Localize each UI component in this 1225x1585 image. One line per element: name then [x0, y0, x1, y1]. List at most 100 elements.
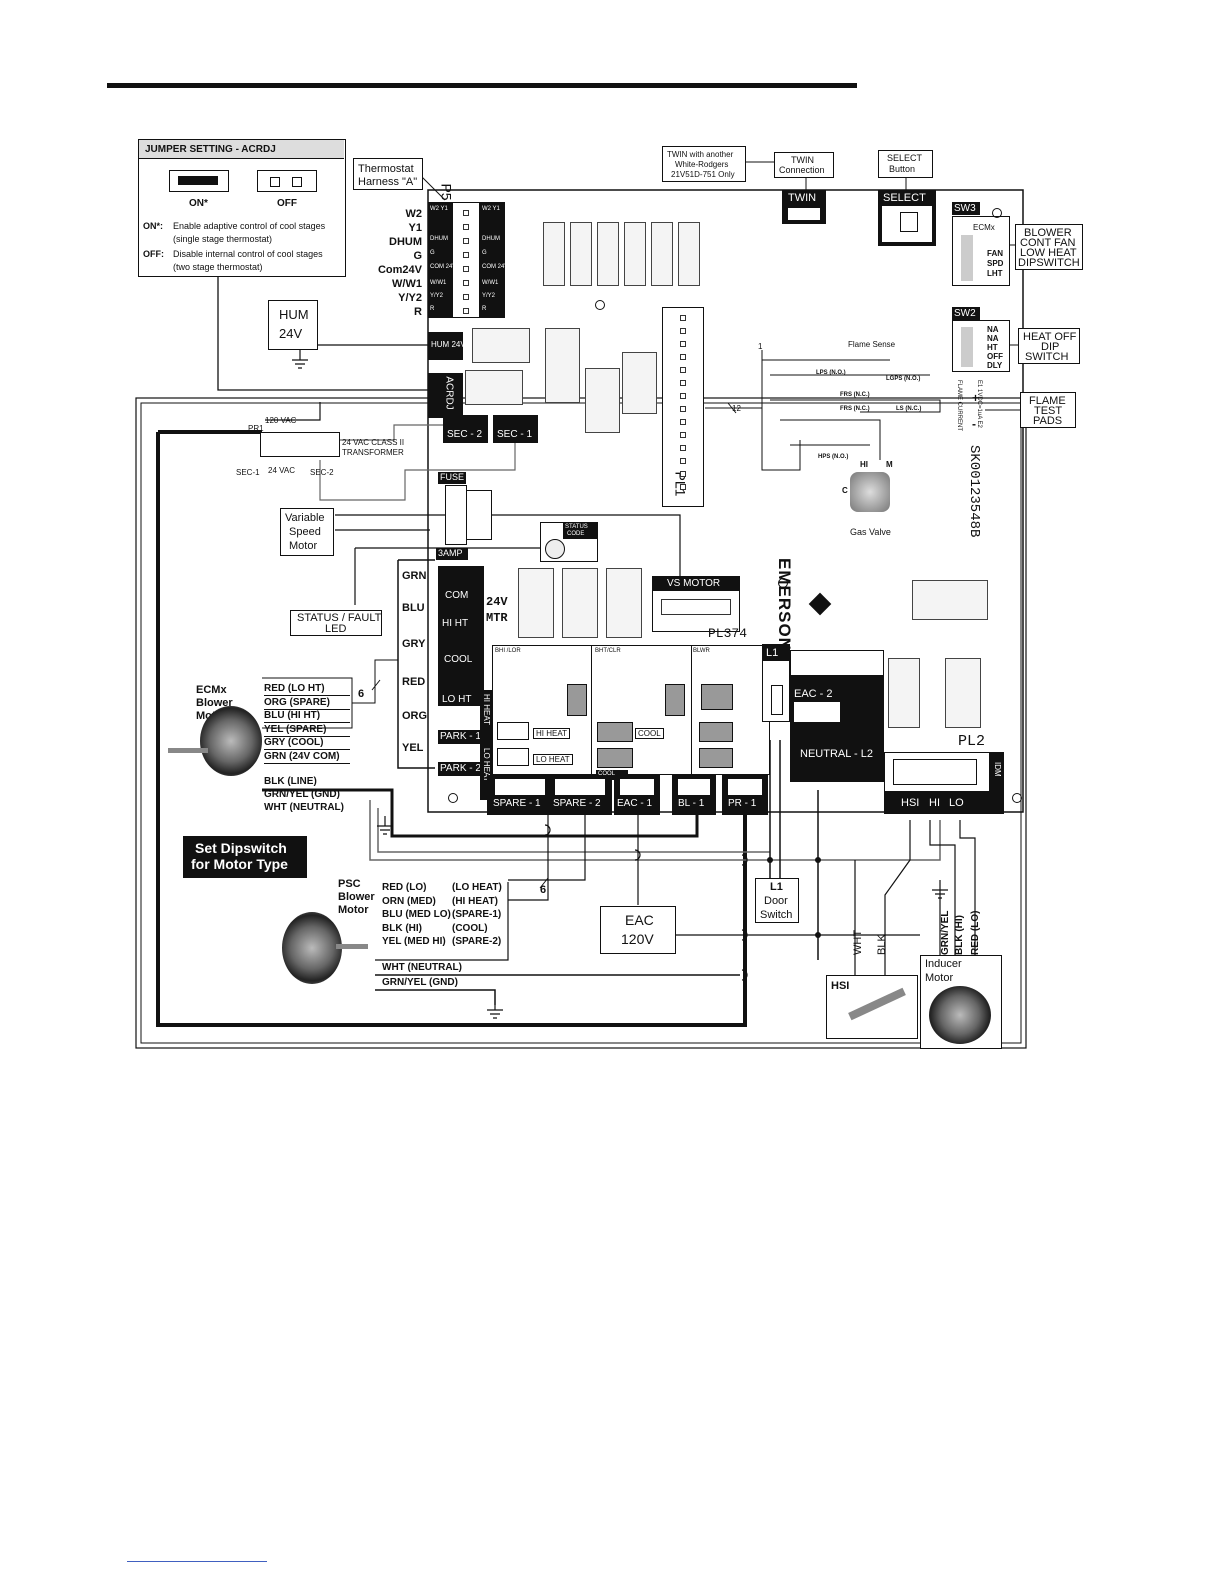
sw3-tag: SW3	[952, 202, 980, 215]
jumper-off-graphic	[257, 170, 317, 192]
inducer-wire: GRN/YEL	[940, 910, 951, 955]
p5-connector-label: P5	[438, 183, 455, 201]
thermostat-terminal: G	[413, 250, 422, 262]
ecmx-power-wire: BLK (LINE)	[264, 776, 317, 787]
jumper-on-label: ON*	[189, 198, 208, 209]
jumper-on-key: ON*:	[143, 221, 163, 231]
sw3-dipswitch[interactable]: ECMx FAN SPD LHT	[952, 216, 1010, 286]
flame-sense-label: Flame Sense	[848, 340, 896, 349]
p5-pin	[463, 294, 469, 300]
relay-k6	[912, 580, 988, 620]
ecmx-wire: GRN (24V COM)	[264, 751, 350, 764]
relay-top	[624, 222, 646, 286]
ecmx-power-wire: GRN/YEL (GND)	[264, 789, 340, 800]
24v-label: 24V	[486, 595, 508, 609]
sw2-option: NA	[987, 334, 999, 343]
thermostat-terminal: Y1	[408, 222, 422, 234]
emerson-brand: EMERSON	[775, 558, 794, 651]
relay-top	[543, 222, 565, 286]
lps-label: LPS (N.O.)	[816, 370, 846, 376]
mtr-label: MTR	[486, 611, 508, 625]
24v-mtr-terminal-block: COM HI HT COOL LO HT	[438, 566, 484, 706]
mtr-wire: ORG	[402, 710, 428, 722]
mounting-hole	[595, 300, 605, 310]
pl2-connector: HSI HI LO	[884, 752, 990, 814]
ecmx-title: ECMx	[196, 684, 227, 696]
inducer-wire: BLK (HI)	[954, 915, 965, 955]
flame-minus: -	[972, 417, 976, 431]
eac-120v-box: EAC 120V	[600, 906, 676, 954]
flame-current-label: FLAME CURRENT	[956, 380, 962, 432]
psc-wire: BLK (HI)	[382, 922, 422, 934]
psc-count: 6	[540, 884, 547, 896]
pl1-pin	[680, 419, 686, 425]
relay-top	[597, 222, 619, 286]
mounting-hole	[992, 208, 1002, 218]
transformer-body	[260, 432, 340, 457]
p5-pin	[463, 238, 469, 244]
hsi-blk-label: BLK	[876, 934, 888, 955]
mounting-hole	[448, 793, 458, 803]
relay-k4	[888, 658, 920, 728]
pl1-pin	[680, 471, 686, 477]
3amp-tag: 3AMP	[436, 548, 468, 560]
acrdj-tag: ACRDJ	[428, 373, 463, 418]
psc-wire-function: (SPARE-1)	[452, 909, 502, 920]
hsi-wht-label: WHT	[852, 929, 864, 955]
psc-title-3: Motor	[338, 904, 369, 916]
select-button[interactable]: SELECT	[878, 190, 936, 246]
thermostat-terminal: Com24V	[377, 264, 422, 276]
set-dipswitch-note: Set Dipswitch for Motor Type	[183, 836, 307, 878]
gas-c-label: C	[842, 486, 848, 495]
pl1-pin	[680, 367, 686, 373]
select-button-label: SELECT Button	[878, 150, 933, 178]
thermostat-terminal: W2	[405, 208, 423, 220]
mounting-hole	[1012, 793, 1022, 803]
ecmx-wire: RED (LO HT)	[264, 683, 350, 696]
relay-k5	[945, 658, 981, 728]
thermostat-terminal: R	[414, 306, 422, 318]
sw2-option: OFF	[987, 352, 1003, 361]
footer-link-rule	[127, 1561, 267, 1562]
p5-pin	[463, 224, 469, 230]
relay-top	[651, 222, 673, 286]
inducer-wire: RED (LO)	[970, 910, 981, 955]
relay-top	[678, 222, 700, 286]
p5-connector-right	[480, 202, 505, 318]
heat-terminal-strip: HI HEAT LO HEAT	[480, 690, 492, 800]
p5-pin-right: COM 24V	[482, 264, 509, 270]
gas-valve-icon	[850, 472, 890, 512]
p5-pin	[463, 266, 469, 272]
relay-k3	[622, 352, 657, 414]
fuse-holder	[466, 490, 492, 540]
p5-connector-left	[428, 202, 452, 318]
eac-1-terminal: EAC - 1	[614, 775, 660, 815]
p5-pin-right: W/W1	[482, 280, 499, 286]
heat-off-dip-callout: HEAT OFF DIP SWITCH	[1018, 328, 1080, 364]
jumper-off-key: OFF:	[143, 249, 164, 259]
pl1-pin	[680, 380, 686, 386]
relay-mid	[606, 568, 642, 638]
inducer-motor: Inducer Motor	[920, 955, 1002, 1049]
p5-pin-left: W/W1	[430, 280, 447, 286]
relay-bank: BHI /LOR BHT/CLR BLWR HI HEAT LO HEAT CO…	[492, 645, 770, 775]
mounting-hole	[778, 578, 788, 588]
thermostat-terminal: DHUM	[389, 236, 422, 248]
idm-tag: IDM	[990, 752, 1004, 814]
flame-plus: +	[972, 391, 980, 405]
pl1-pin	[680, 393, 686, 399]
flame-pad-label: E1 1VDC=1uA E2	[976, 380, 982, 428]
mtr-wire: GRN	[402, 570, 427, 582]
spare-terminals: SPARE - 1 SPARE - 2	[487, 775, 612, 815]
frs-label-1: FRS (N.C.)	[840, 392, 870, 398]
psc-motor-icon	[282, 912, 342, 984]
relay-mid	[562, 568, 598, 638]
fuse-body	[445, 485, 467, 545]
mtr-wire: GRY	[402, 638, 426, 650]
ecmx-wire: BLU (HI HT)	[264, 710, 350, 723]
24vac-label: 24 VAC	[268, 466, 295, 475]
relay-k10	[545, 328, 580, 403]
sec1-terminal: SEC - 1	[493, 415, 538, 443]
pl1-pin	[680, 458, 686, 464]
